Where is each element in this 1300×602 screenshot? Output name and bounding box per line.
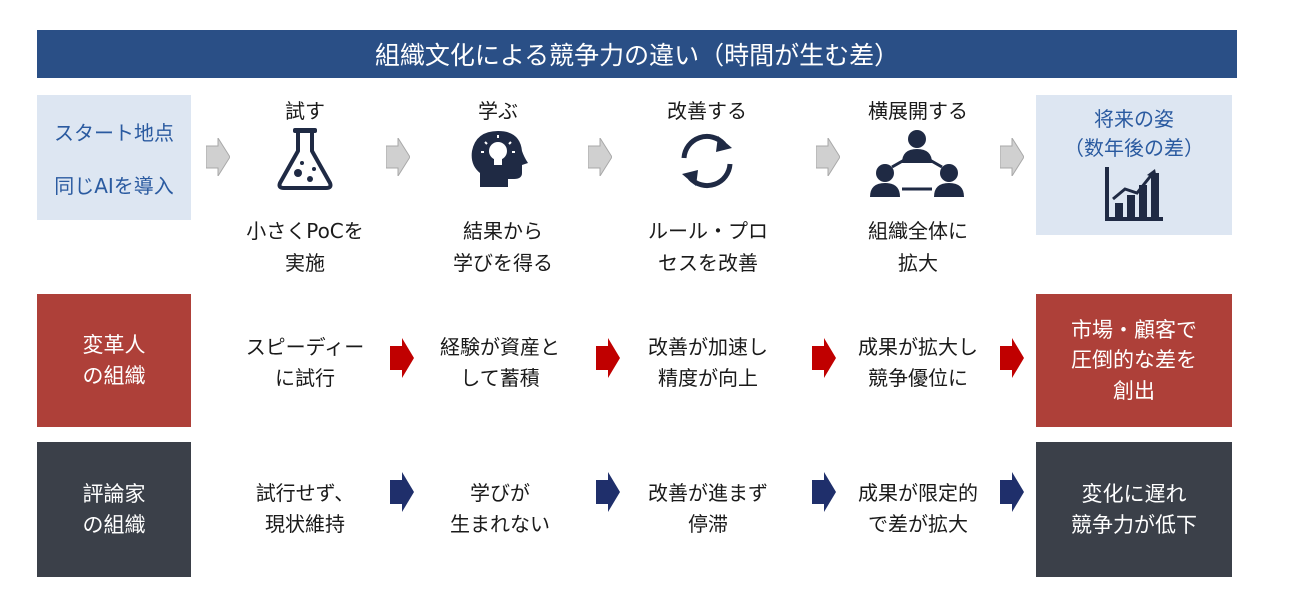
future-box: 将来の姿 （数年後の差） — [1036, 95, 1232, 235]
critic-cell-3-line2: 停滞 — [688, 512, 728, 536]
step-label-improve: 改善する — [667, 99, 747, 123]
transformer-cell-1-line1: スピーディー — [245, 335, 365, 359]
step-desc-expand-line2: 拡大 — [898, 251, 938, 275]
start-line2: 同じAIを導入 — [54, 173, 174, 198]
navy-arrow-3 — [812, 472, 836, 512]
start-box: スタート地点 同じAIを導入 — [37, 95, 191, 220]
growth-chart-icon — [1105, 167, 1163, 221]
flask-icon — [277, 128, 333, 190]
step-desc-improve-line2: セスを改善 — [658, 251, 758, 275]
critic-cell-3: 改善が進まず 停滞 — [623, 478, 793, 540]
critic-cell-1-line2: 現状維持 — [265, 512, 345, 536]
step-desc-expand: 組織全体に 拡大 — [833, 215, 1003, 279]
transformer-label-line2: の組織 — [82, 363, 146, 388]
red-arrow-4 — [1000, 338, 1024, 378]
transformer-cell-4-line2: 競争優位に — [868, 366, 968, 390]
transformer-cell-4-line1: 成果が拡大し — [858, 335, 978, 359]
critic-cell-4-line2: で差が拡大 — [868, 512, 968, 536]
step-label-learn: 学ぶ — [478, 99, 518, 123]
cycle-icon — [681, 133, 733, 189]
step-label-expand: 横展開する — [868, 99, 968, 123]
navy-arrow-1 — [390, 472, 414, 512]
critic-cell-2-line2: 生まれない — [450, 512, 550, 536]
transformer-cell-3-line1: 改善が加速し — [648, 335, 768, 359]
diagram-title: 組織文化による競争力の違い（時間が生む差） — [37, 30, 1237, 78]
transformer-outcome-line3: 創出 — [1113, 378, 1155, 403]
critic-outcome-box: 変化に遅れ 競争力が低下 — [1036, 442, 1232, 577]
red-arrow-2 — [596, 338, 620, 378]
transformer-cell-1: スピーディー に試行 — [220, 332, 390, 394]
transformer-org-box: 変革人 の組織 — [37, 294, 191, 427]
transformer-cell-3: 改善が加速し 精度が向上 — [623, 332, 793, 394]
critic-outcome-line1: 変化に遅れ — [1081, 482, 1187, 507]
critic-cell-1: 試行せず、 現状維持 — [220, 478, 390, 540]
step-desc-improve: ルール・プロ セスを改善 — [623, 215, 793, 279]
step-desc-expand-line1: 組織全体に — [868, 219, 968, 243]
transformer-cell-2: 経験が資産と して蓄積 — [415, 332, 585, 394]
grey-arrow-1 — [206, 138, 230, 176]
critic-label-line2: の組織 — [82, 512, 146, 537]
grey-arrow-5 — [1000, 138, 1024, 176]
critic-outcome-line2: 競争力が低下 — [1071, 512, 1197, 537]
head-bulb-icon — [471, 131, 528, 187]
critic-label-line1: 評論家 — [82, 482, 146, 507]
step-desc-learn-line1: 結果から — [463, 219, 543, 243]
step-desc-improve-line1: ルール・プロ — [648, 219, 768, 243]
grey-arrow-4 — [816, 138, 840, 176]
step-desc-try-line1: 小さくPoCを — [246, 219, 364, 243]
red-arrow-1 — [390, 338, 414, 378]
transformer-outcome-line1: 市場・顧客で — [1071, 317, 1197, 342]
navy-arrow-4 — [1000, 472, 1024, 512]
transformer-outcome-box: 市場・顧客で 圧倒的な差を 創出 — [1036, 294, 1232, 427]
critic-cell-4: 成果が限定的 で差が拡大 — [833, 478, 1003, 540]
start-line1: スタート地点 — [54, 120, 174, 145]
step-desc-try: 小さくPoCを 実施 — [220, 215, 390, 279]
step-desc-try-line2: 実施 — [285, 251, 325, 275]
future-line2: （数年後の差） — [1064, 136, 1204, 160]
grey-arrow-2 — [386, 138, 410, 176]
transformer-outcome-line2: 圧倒的な差を — [1071, 348, 1197, 373]
navy-arrow-2 — [596, 472, 620, 512]
critic-cell-2-line1: 学びが — [470, 481, 530, 505]
step-label-try: 試す — [285, 99, 325, 123]
step-desc-learn: 結果から 学びを得る — [418, 215, 588, 279]
future-line1: 将来の姿 — [1094, 107, 1174, 131]
grey-arrow-3 — [588, 138, 612, 176]
transformer-cell-4: 成果が拡大し 競争優位に — [833, 332, 1003, 394]
transformer-cell-3-line2: 精度が向上 — [658, 366, 758, 390]
transformer-cell-2-line2: して蓄積 — [460, 366, 540, 390]
red-arrow-3 — [812, 338, 836, 378]
critic-cell-2: 学びが 生まれない — [415, 478, 585, 540]
step-desc-learn-line2: 学びを得る — [453, 251, 553, 275]
critic-cell-4-line1: 成果が限定的 — [858, 481, 978, 505]
critic-cell-3-line1: 改善が進まず — [648, 481, 768, 505]
transformer-cell-2-line1: 経験が資産と — [440, 335, 560, 359]
network-people-icon — [870, 130, 964, 197]
critic-org-box: 評論家 の組織 — [37, 442, 191, 577]
transformer-label-line1: 変革人 — [82, 333, 146, 358]
critic-cell-1-line1: 試行せず、 — [255, 481, 355, 505]
transformer-cell-1-line2: に試行 — [275, 366, 335, 390]
